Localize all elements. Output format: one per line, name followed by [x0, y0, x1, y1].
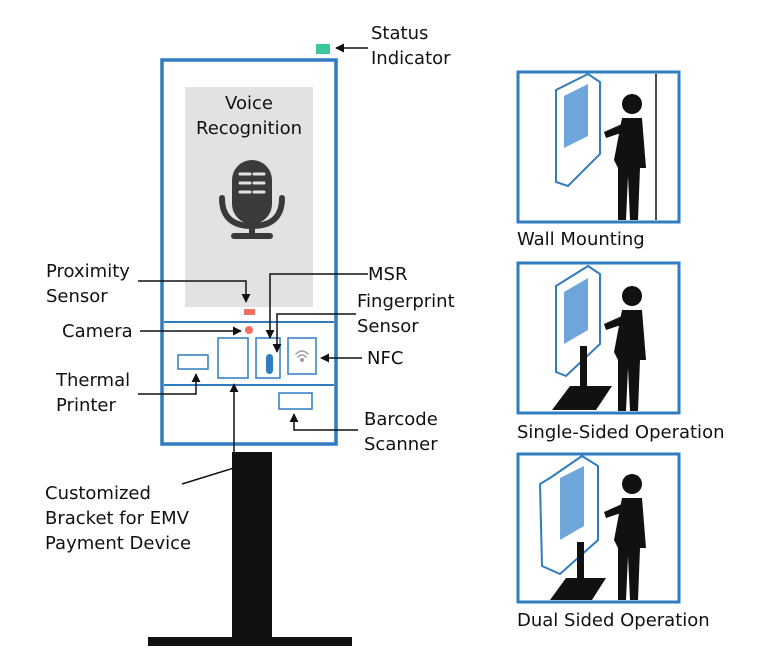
- dual-sided-panel: [516, 452, 681, 604]
- status-indicator-label: Status Indicator: [371, 23, 451, 69]
- fingerprint-arrow: [272, 313, 356, 353]
- leader-lines: [138, 43, 368, 485]
- proximity-sensor-label: Proximity Sensor: [46, 261, 130, 307]
- emv-bracket: [217, 337, 249, 379]
- thermal-printer-slot: [177, 354, 209, 370]
- barcode-scanner-label: Barcode Scanner: [364, 409, 438, 455]
- screen-title-line-2: Recognition: [196, 118, 302, 139]
- status-indicator-light: [316, 44, 330, 54]
- msr-arrow: [265, 273, 368, 339]
- fingerprint-sensor: [266, 354, 273, 374]
- wall-mounting-panel: [516, 70, 681, 224]
- thermal-arrow: [138, 373, 201, 395]
- msr-label: MSR: [368, 264, 408, 285]
- wireless-icon: [295, 350, 309, 362]
- screen-title: Voice Recognition: [185, 91, 313, 141]
- kiosk-pole: [232, 452, 272, 638]
- dual-sided-label: Dual Sided Operation: [517, 610, 710, 631]
- proximity-arrow: [138, 280, 251, 303]
- kiosk-base: [148, 637, 352, 646]
- microphone-icon: [219, 160, 285, 239]
- screen-title-line-1: Voice: [225, 93, 273, 114]
- nfc-reader: [287, 337, 317, 375]
- single-sided-panel: [516, 261, 681, 415]
- fingerprint-sensor-label: Fingerprint Sensor: [357, 291, 455, 337]
- thermal-printer-label: Thermal Printer: [56, 370, 131, 416]
- camera-lens: [245, 326, 253, 334]
- barcode-scanner-window: [278, 392, 313, 410]
- proximity-sensor: [244, 309, 255, 315]
- wall-mounting-label: Wall Mounting: [517, 229, 645, 250]
- camera-label: Camera: [62, 321, 133, 342]
- barcode-arrow: [289, 413, 358, 431]
- emv-arrow: [181, 383, 239, 485]
- nfc-label: NFC: [367, 348, 404, 369]
- single-sided-label: Single-Sided Operation: [517, 422, 725, 443]
- emv-bracket-label: Customized Bracket for EMV Payment Devic…: [45, 483, 192, 554]
